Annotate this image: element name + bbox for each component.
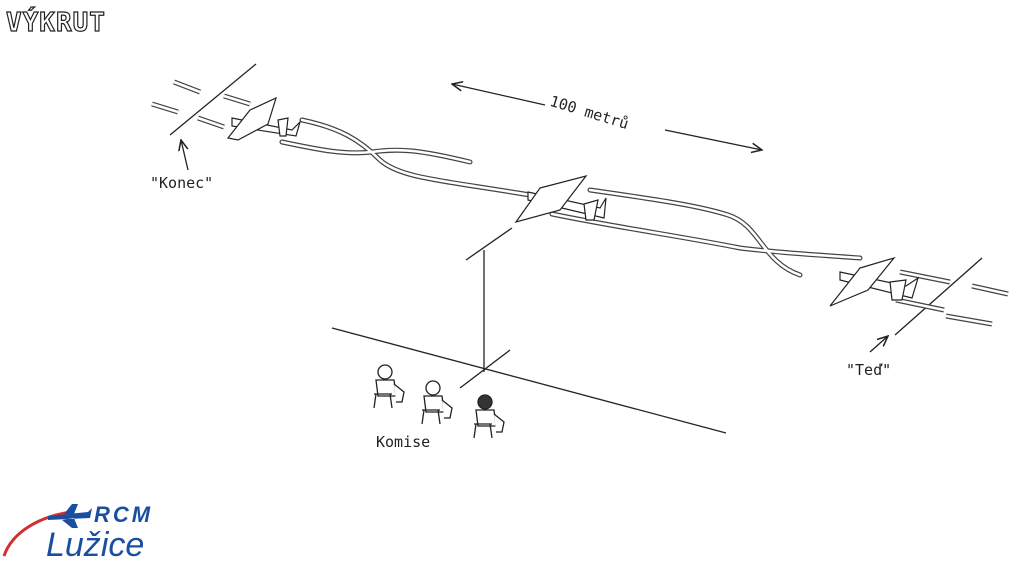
start-label: "Teď"	[846, 361, 892, 379]
logo-city: Lužice	[46, 526, 145, 564]
distance-arrow	[452, 84, 762, 150]
end-marker-lines	[151, 63, 257, 136]
airplane-icon-middle	[514, 174, 607, 224]
reference-lines	[331, 227, 727, 434]
plane-logo-icon	[2, 504, 92, 557]
judges-label: Komise	[376, 433, 431, 451]
end-label: "Konec"	[150, 174, 214, 192]
judge-icon-1	[373, 364, 405, 409]
judge-icon-2	[421, 380, 453, 425]
judge-icon-3	[473, 394, 505, 439]
flight-path	[279, 117, 863, 278]
label-pointers	[181, 140, 888, 353]
airplane-icon-start	[829, 256, 920, 307]
club-logo: RCM Lužice	[0, 498, 210, 568]
airplane-icon-end	[226, 96, 302, 141]
logo-brand: RCM	[94, 502, 154, 527]
start-marker-lines	[894, 257, 1009, 336]
page-title: VÝKRUT	[5, 7, 106, 38]
